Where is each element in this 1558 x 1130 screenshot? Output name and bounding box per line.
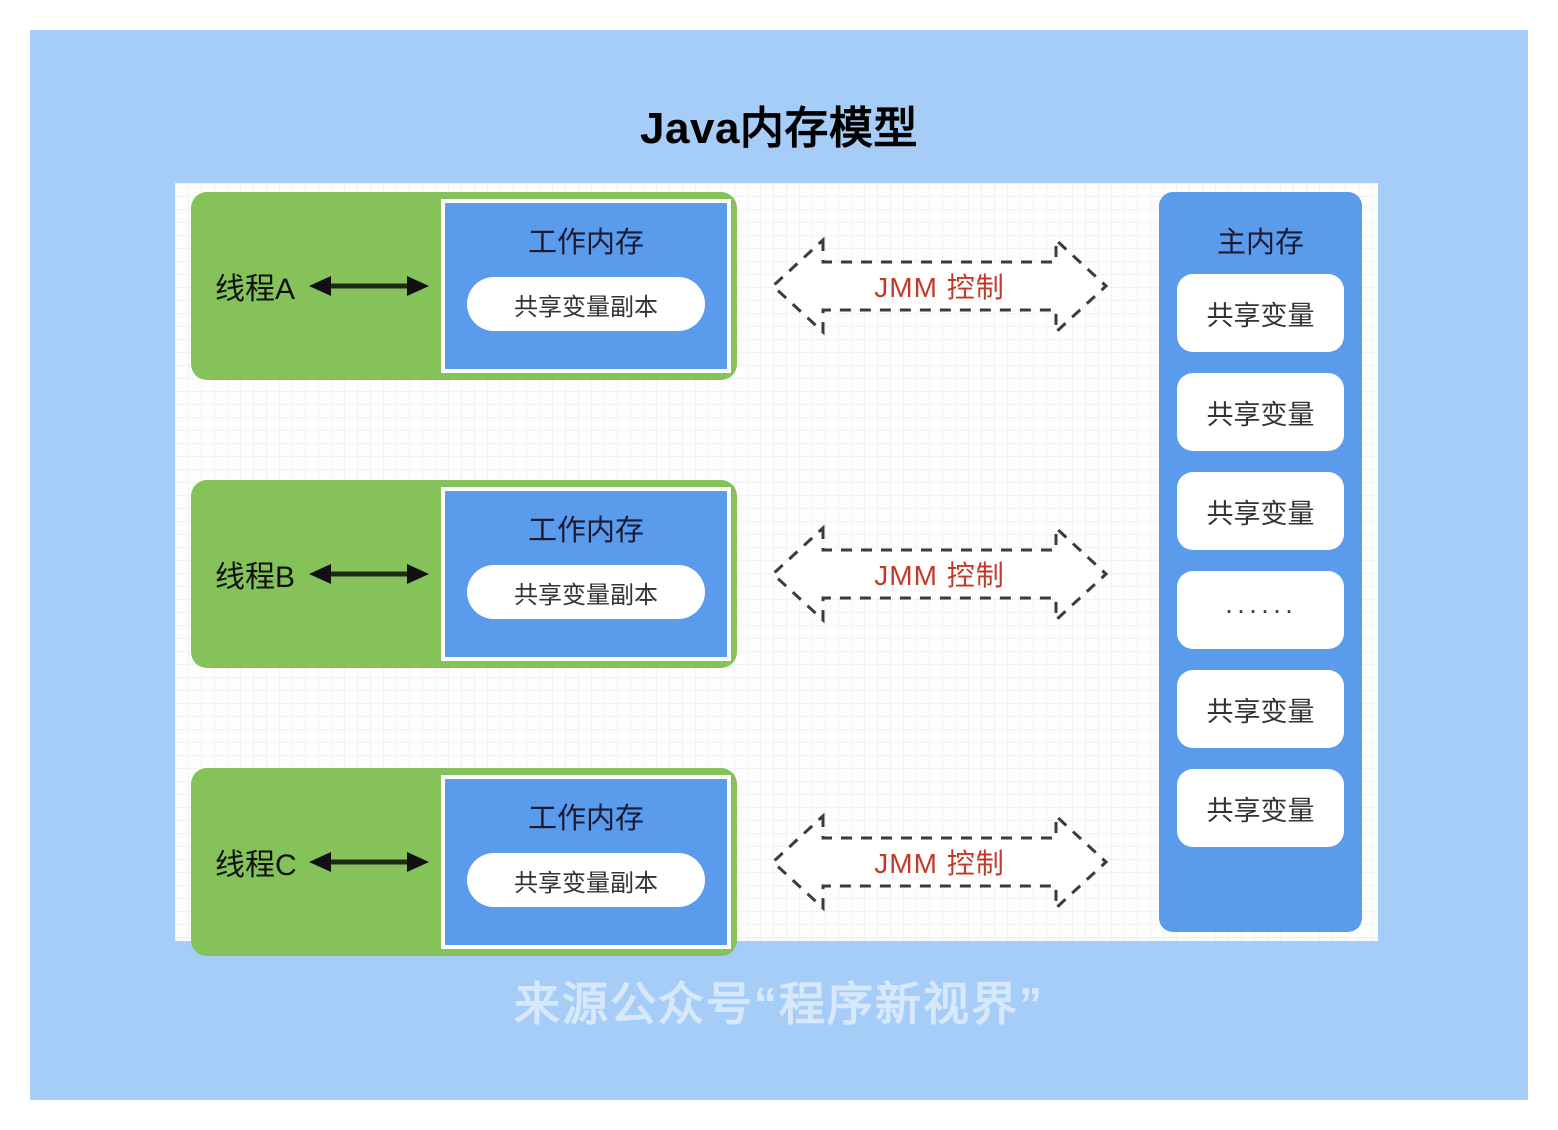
working-memory-title: 工作内存 <box>527 803 644 835</box>
working-memory-box: 工作内存 共享变量副本 <box>441 487 731 661</box>
jmm-control-arrow: JMM 控制 <box>767 522 1112 626</box>
diagram-canvas: 线程A 工作内存 共享变量副本 JMM 控制 线程B <box>175 183 1378 956</box>
shared-variable-pill: 共享变量 <box>1177 670 1344 748</box>
shared-variable-pill: 共享变量 <box>1177 274 1344 352</box>
main-memory-panel: 主内存 共享变量 共享变量 共享变量 ······ 共享变量 共享变量 <box>1159 192 1362 932</box>
shared-variable-pill: 共享变量 <box>1177 769 1344 847</box>
shared-variable-list: 共享变量 共享变量 共享变量 ······ 共享变量 共享变量 <box>1177 274 1344 847</box>
double-headed-arrow-icon <box>309 849 429 875</box>
shared-variable-copy-pill: 共享变量副本 <box>467 277 705 331</box>
shared-variable-copy-pill: 共享变量副本 <box>467 853 705 907</box>
shared-variable-ellipsis-pill: ······ <box>1177 571 1344 649</box>
shared-variable-pill: 共享变量 <box>1177 373 1344 451</box>
double-headed-arrow-icon <box>309 273 429 299</box>
double-headed-arrow-icon <box>309 561 429 587</box>
working-memory-box: 工作内存 共享变量副本 <box>441 199 731 373</box>
shared-variable-pill: 共享变量 <box>1177 472 1344 550</box>
thread-label: 线程B <box>215 561 296 594</box>
page-title: Java内存模型 <box>640 104 918 153</box>
working-memory-title: 工作内存 <box>527 515 644 547</box>
watermark: 来源公众号“程序新视界” <box>514 978 1044 1030</box>
thread-label: 线程A <box>215 273 296 306</box>
thread-label: 线程C <box>215 849 297 882</box>
thread-row: 线程B 工作内存 共享变量副本 <box>191 480 737 668</box>
slide: Java内存模型 线程A 工作内存 共享变量副本 JMM 控制 <box>30 30 1528 1100</box>
main-memory-title: 主内存 <box>1216 227 1304 259</box>
thread-row: 线程C 工作内存 共享变量副本 <box>191 768 737 956</box>
working-memory-title: 工作内存 <box>527 227 644 259</box>
jmm-control-arrow: JMM 控制 <box>767 234 1112 338</box>
thread-row: 线程A 工作内存 共享变量副本 <box>191 192 737 380</box>
shared-variable-copy-pill: 共享变量副本 <box>467 565 705 619</box>
jmm-control-arrow: JMM 控制 <box>767 810 1112 914</box>
working-memory-box: 工作内存 共享变量副本 <box>441 775 731 949</box>
